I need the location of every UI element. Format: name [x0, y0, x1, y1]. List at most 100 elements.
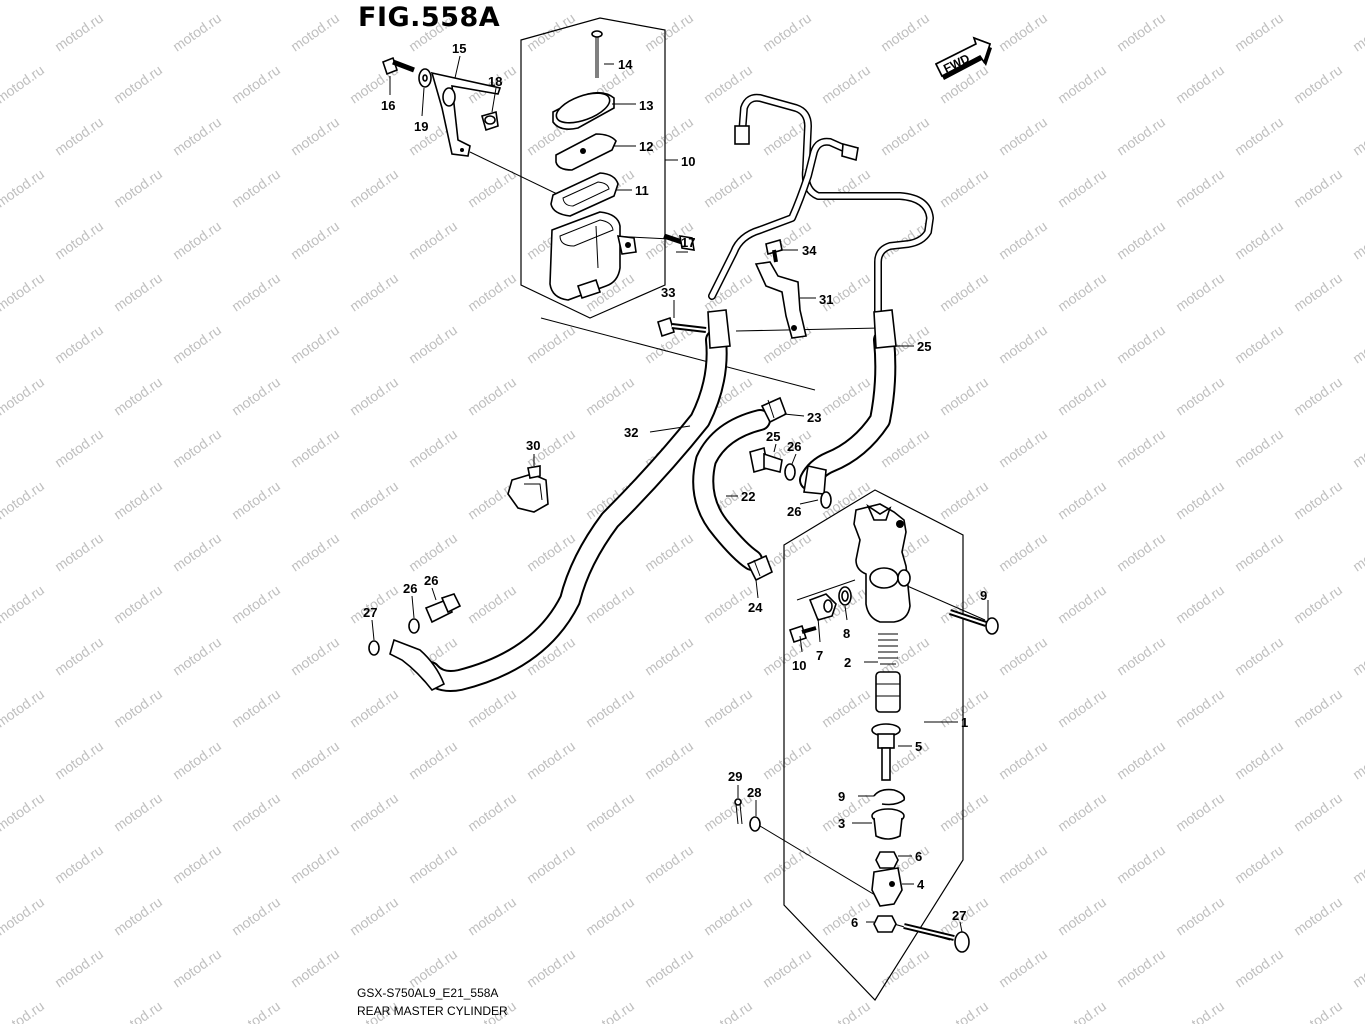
watermark-text: motod.ru [937, 0, 991, 2]
watermark-text: motod.ru [406, 530, 460, 575]
o-ring-8 [838, 586, 852, 606]
watermark-text: motod.ru [819, 166, 873, 211]
watermark-text: motod.ru [111, 582, 165, 627]
reservoir-body [549, 211, 637, 301]
watermark-text: motod.ru [701, 582, 755, 627]
fwd-arrow-icon: FWD [934, 36, 992, 80]
reservoir-group-box [520, 17, 666, 319]
watermark-text: motod.ru [937, 270, 991, 315]
watermark-text: motod.ru [1173, 894, 1227, 939]
watermark-text: motod.ru [1291, 478, 1345, 523]
watermark-text: motod.ru [1055, 998, 1109, 1024]
watermark-text: motod.ru [1173, 582, 1227, 627]
watermark-text: motod.ru [347, 478, 401, 523]
watermark-text: motod.ru [1173, 998, 1227, 1024]
watermark-text: motod.ru [1350, 10, 1365, 55]
watermark-text: motod.ru [1350, 738, 1365, 783]
callout-3: 3 [838, 816, 845, 831]
watermark-text: motod.ru [1291, 582, 1345, 627]
watermark-text: motod.ru [1173, 478, 1227, 523]
watermark-text: motod.ru [760, 738, 814, 783]
watermark-text: motod.ru [996, 218, 1050, 263]
watermark-text: motod.ru [347, 790, 401, 835]
watermark-text: motod.ru [1291, 166, 1345, 211]
watermark-text: motod.ru [1232, 322, 1286, 367]
watermark-text: motod.ru [524, 738, 578, 783]
watermark-text: motod.ru [229, 998, 283, 1024]
watermark-text: motod.ru [1173, 374, 1227, 419]
watermark-text: motod.ru [465, 894, 519, 939]
watermark-text: motod.ru [0, 790, 47, 835]
watermark-text: motod.ru [1232, 634, 1286, 679]
watermark-text: motod.ru [111, 686, 165, 731]
watermark-text: motod.ru [229, 686, 283, 731]
watermark-text: motod.ru [52, 114, 106, 159]
callout-leaders [371, 55, 989, 933]
watermark-text: motod.ru [1055, 270, 1109, 315]
watermark-text: motod.ru [1173, 62, 1227, 107]
union-bolt-25-lower [424, 593, 462, 624]
callout-13: 11 [635, 183, 649, 198]
watermark-text: motod.ru [170, 842, 224, 887]
watermark-text: motod.ru [1232, 218, 1286, 263]
watermark-text: motod.ru [0, 582, 47, 627]
watermark-text: motod.ru [1350, 322, 1365, 367]
watermark-text: motod.ru [1232, 946, 1286, 991]
callout-14: 12 [639, 139, 653, 154]
watermark-text: motod.ru [170, 738, 224, 783]
watermark-text: motod.ru [1350, 842, 1365, 887]
callout-11: 9 [980, 588, 987, 603]
watermark-text: motod.ru [288, 530, 342, 575]
watermark-text: motod.ru [701, 166, 755, 211]
callout-7: 7 [816, 648, 823, 663]
callout-23-top: 23 [807, 410, 821, 425]
watermark-text: motod.ru [996, 946, 1050, 991]
callout-21: 19 [414, 119, 428, 134]
watermark-text: motod.ru [347, 374, 401, 419]
watermark-text: motod.ru [642, 634, 696, 679]
bracket-grommet [481, 110, 499, 132]
cotter-pin-29 [734, 798, 743, 825]
watermark-text: motod.ru [1350, 634, 1365, 679]
hose-clamp-bracket [754, 261, 807, 339]
brake-pipe [708, 93, 934, 316]
watermark-text: motod.ru [1173, 790, 1227, 835]
watermark-text: motod.ru [52, 426, 106, 471]
washer-26-lower-a [408, 618, 420, 634]
watermark-text: motod.ru [0, 0, 47, 2]
watermark-text: motod.ru [288, 114, 342, 159]
watermark-text: motod.ru [52, 842, 106, 887]
watermark-text: motod.ru [642, 946, 696, 991]
bracket-washer [418, 68, 432, 88]
watermark-text: motod.ru [1114, 218, 1168, 263]
watermark-text: motod.ru [406, 842, 460, 887]
watermark-text: motod.ru [406, 426, 460, 471]
watermark-text: motod.ru [1350, 426, 1365, 471]
watermark-text: motod.ru [1291, 0, 1345, 2]
callout-5: 5 [915, 739, 922, 754]
watermark-text: motod.ru [996, 530, 1050, 575]
master-cylinder-body [853, 503, 911, 623]
callout-22: 22 [741, 489, 755, 504]
watermark-text: motod.ru [1232, 426, 1286, 471]
watermark-text: motod.ru [1114, 842, 1168, 887]
watermark-text: motod.ru [170, 114, 224, 159]
watermark-text: motod.ru [465, 686, 519, 731]
watermark-text: motod.ru [1232, 10, 1286, 55]
callout-4: 4 [917, 877, 925, 892]
watermark-text: motod.ru [996, 634, 1050, 679]
watermark-text: motod.ru [288, 426, 342, 471]
watermark-text: motod.ru [701, 998, 755, 1024]
watermark-text: motod.ru [111, 166, 165, 211]
callout-15: 13 [639, 98, 653, 113]
figure-title: FIG.558A [358, 2, 501, 33]
callout-26-upper-b: 26 [787, 504, 801, 519]
watermark-text: motod.ru [1291, 998, 1345, 1024]
watermark-text: motod.ru [524, 322, 578, 367]
watermark-text: motod.ru [1055, 582, 1109, 627]
watermark-text: motod.ru [1055, 0, 1109, 2]
watermark-text: motod.ru [701, 270, 755, 315]
watermark-text: motod.ru [937, 998, 991, 1024]
boot-3 [871, 808, 905, 840]
